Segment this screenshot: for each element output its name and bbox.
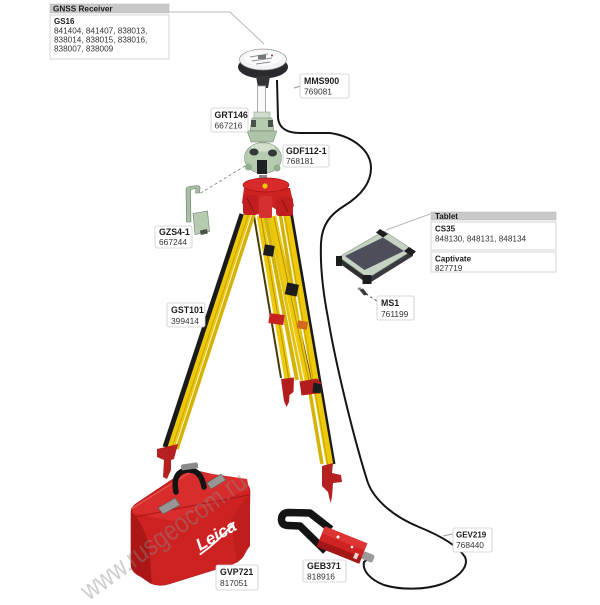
svg-text:GS16: GS16 bbox=[54, 17, 75, 26]
svg-text:GZS4-1: GZS4-1 bbox=[159, 227, 190, 237]
svg-text:769081: 769081 bbox=[304, 87, 332, 97]
svg-text:817051: 817051 bbox=[220, 578, 248, 588]
svg-text:841404, 841407, 838013,: 841404, 841407, 838013, bbox=[54, 27, 147, 36]
svg-text:GVP721: GVP721 bbox=[220, 567, 253, 577]
svg-text:GEB371: GEB371 bbox=[307, 561, 341, 571]
svg-text:GRT146: GRT146 bbox=[215, 110, 248, 120]
svg-text:838014, 838015, 838016,: 838014, 838015, 838016, bbox=[54, 36, 147, 45]
svg-text:768181: 768181 bbox=[286, 156, 314, 166]
svg-text:667244: 667244 bbox=[159, 237, 187, 247]
svg-text:399414: 399414 bbox=[171, 316, 199, 326]
svg-text:827719: 827719 bbox=[435, 264, 463, 273]
svg-text:Captivate: Captivate bbox=[435, 255, 472, 264]
svg-text:GNSS Receiver: GNSS Receiver bbox=[53, 5, 113, 14]
svg-text:838007, 838009: 838007, 838009 bbox=[54, 45, 114, 54]
svg-text:818916: 818916 bbox=[307, 572, 335, 582]
svg-text:GST101: GST101 bbox=[171, 305, 204, 315]
svg-text:Tablet: Tablet bbox=[435, 212, 458, 221]
svg-text:667216: 667216 bbox=[215, 121, 243, 131]
svg-text:848130, 848131, 848134: 848130, 848131, 848134 bbox=[435, 235, 527, 244]
svg-text:768440: 768440 bbox=[456, 540, 484, 550]
svg-text:GDF112-1: GDF112-1 bbox=[286, 146, 327, 156]
svg-text:GEV219: GEV219 bbox=[456, 531, 487, 540]
svg-text:MS1: MS1 bbox=[381, 298, 399, 308]
svg-text:761199: 761199 bbox=[381, 309, 409, 319]
svg-text:CS35: CS35 bbox=[435, 225, 456, 234]
svg-text:MMS900: MMS900 bbox=[304, 76, 339, 86]
